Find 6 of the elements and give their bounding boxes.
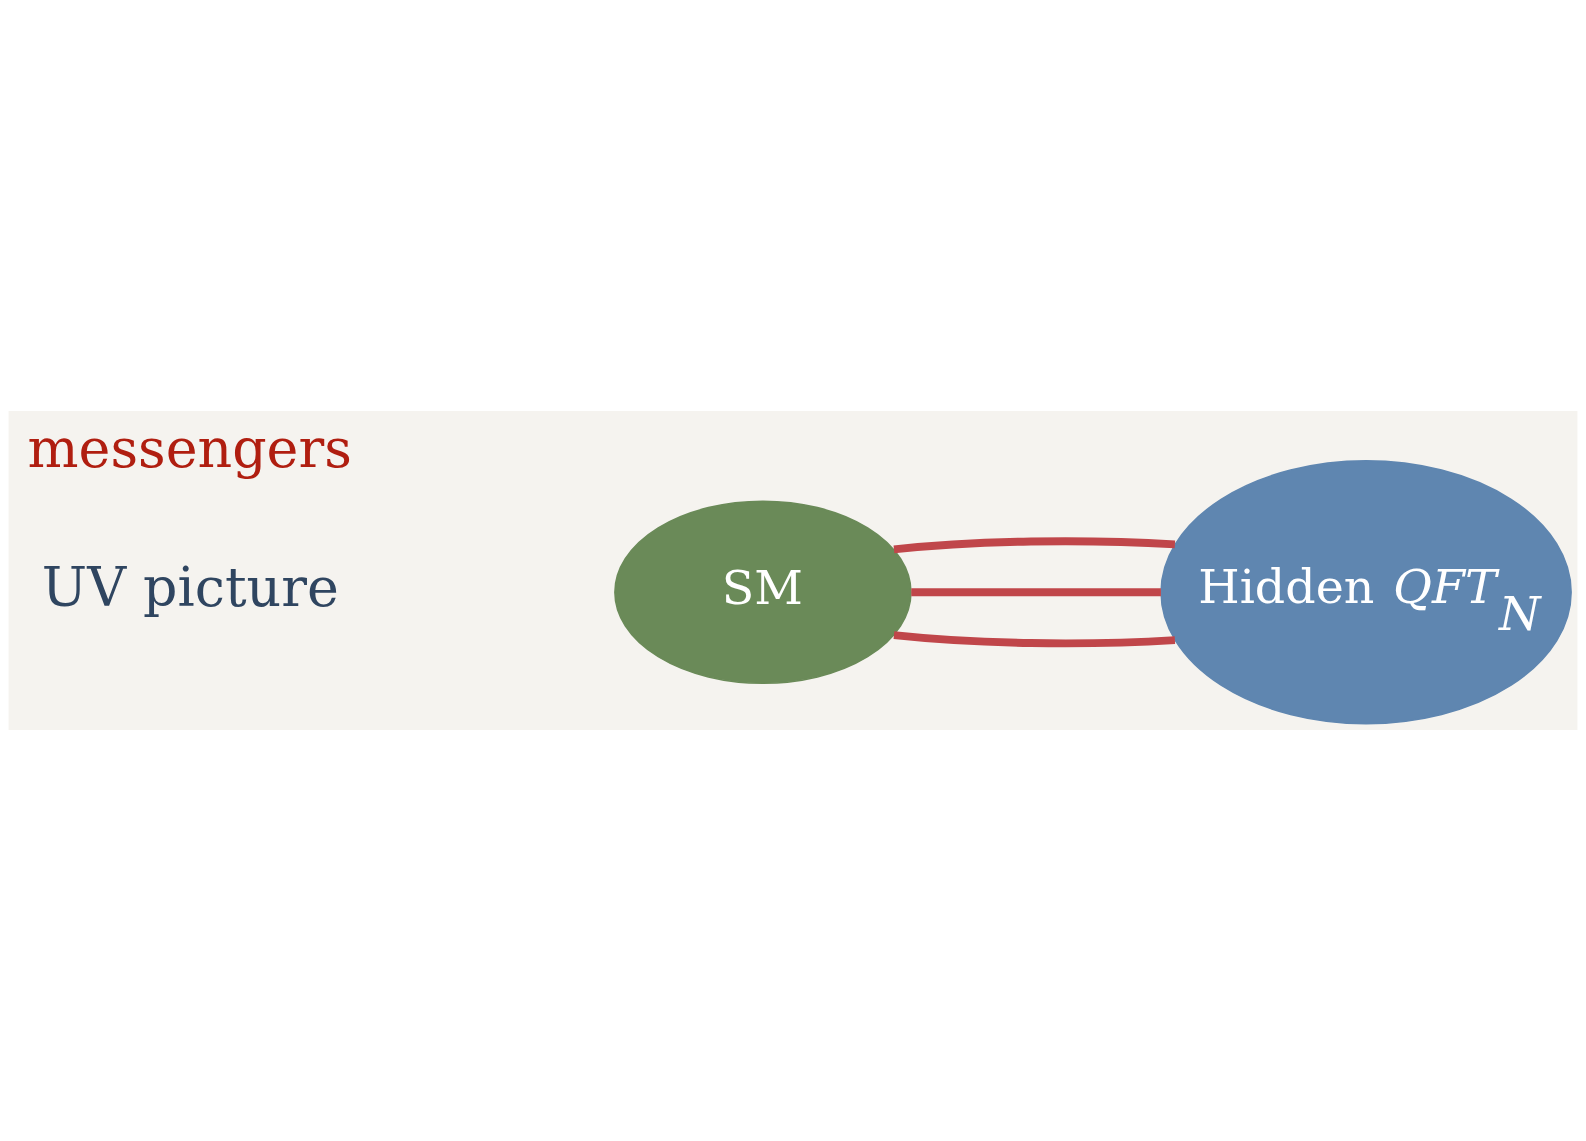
- label: UV picture: [41, 556, 339, 620]
- connector: [893, 537, 1176, 554]
- node-ellipse: SM: [614, 500, 912, 685]
- connector: [893, 631, 1176, 648]
- label: messengers: [27, 416, 352, 480]
- connector: [911, 588, 1161, 597]
